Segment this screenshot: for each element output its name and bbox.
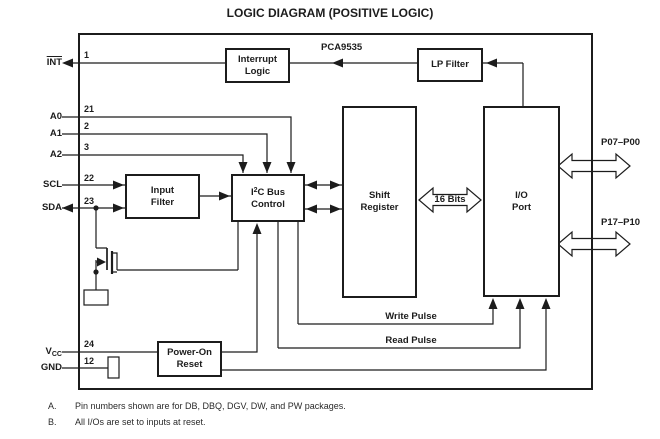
resistor-symbol bbox=[83, 289, 109, 306]
device-boundary-box bbox=[78, 33, 593, 390]
16-bits-bus-arrow bbox=[418, 186, 482, 214]
pin-number-vcc: 24 bbox=[84, 339, 95, 349]
read-pulse-label: Read Pulse bbox=[385, 335, 437, 346]
write-pulse-label: Write Pulse bbox=[385, 311, 437, 322]
pin-number-int: 1 bbox=[84, 50, 90, 60]
note-a: A. Pin numbers shown are for DB, DBQ, DGV… bbox=[48, 401, 346, 412]
mosfet-symbol bbox=[93, 208, 118, 290]
chip-name-label: PCA9535 bbox=[321, 42, 363, 53]
io-port-block: I/O Port bbox=[483, 106, 560, 297]
page-title: LOGIC DIAGRAM (POSITIVE LOGIC) bbox=[226, 6, 434, 20]
gnd-element-symbol bbox=[107, 356, 120, 379]
pin-label-a0: A0 bbox=[49, 111, 62, 122]
power-on-reset-block: Power-On Reset bbox=[157, 341, 222, 377]
note-b-marker: B. bbox=[48, 417, 57, 427]
port0-label: P07–P00 bbox=[601, 137, 641, 148]
pin-number-sda: 23 bbox=[84, 196, 95, 206]
pin-label-sda: SDA bbox=[41, 202, 62, 213]
pin-label-vcc: VCC bbox=[45, 346, 62, 358]
pin-label-gnd: GND bbox=[40, 362, 62, 373]
p1-port-bus-arrow bbox=[557, 230, 631, 258]
shift-register-block: Shift Register bbox=[342, 106, 417, 298]
pin-label-scl: SCL bbox=[43, 179, 62, 190]
sda-junction-dot bbox=[93, 205, 99, 211]
bus-arrows bbox=[418, 152, 631, 258]
note-b: B. All I/Os are set to inputs at reset. bbox=[48, 417, 206, 428]
pin-number-a2: 3 bbox=[84, 142, 90, 152]
pin-label-int: INT bbox=[46, 57, 62, 68]
pin-label-a2: A2 bbox=[49, 149, 62, 160]
input-filter-block: Input Filter bbox=[125, 174, 200, 219]
port1-label: P17–P10 bbox=[601, 217, 641, 228]
note-a-text: Pin numbers shown are for DB, DBQ, DGV, … bbox=[75, 401, 346, 411]
bus-width-label: 16 Bits bbox=[434, 194, 466, 205]
interrupt-logic-block: Interrupt Logic bbox=[225, 48, 290, 83]
pin-number-gnd: 12 bbox=[84, 356, 95, 366]
pin-number-a0: 21 bbox=[84, 104, 95, 114]
pin-number-scl: 22 bbox=[84, 173, 95, 183]
note-a-marker: A. bbox=[48, 401, 57, 411]
lp-filter-block: LP Filter bbox=[417, 48, 483, 82]
arrowheads bbox=[62, 58, 551, 309]
p0-port-bus-arrow bbox=[557, 152, 631, 180]
pin-number-a1: 2 bbox=[84, 121, 90, 131]
note-b-text: All I/Os are set to inputs at reset. bbox=[75, 417, 206, 427]
pin-label-a1: A1 bbox=[49, 128, 62, 139]
